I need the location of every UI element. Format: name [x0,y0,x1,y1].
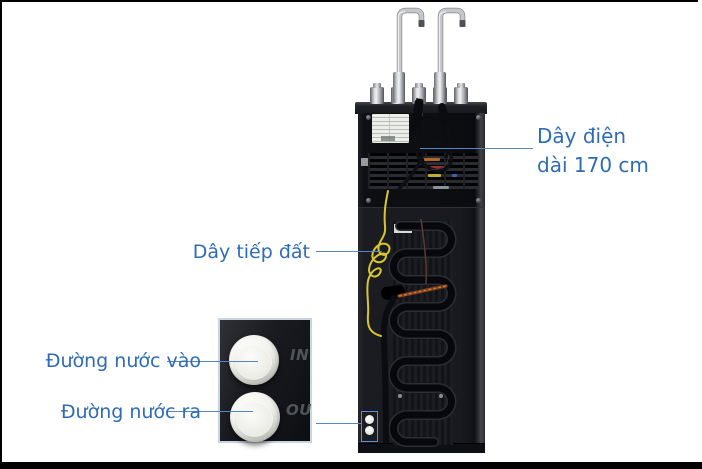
label-water-inlet: Đường nước vào [45,350,201,372]
small-side-label [361,158,374,166]
coil-sticker [394,224,412,233]
faucet-left-base [393,72,405,103]
wire-glimpse-yellow [428,174,441,177]
water-outlet-connector [365,426,374,435]
inset-detail-box: IN OU [218,318,312,443]
frame-left-edge [0,0,2,462]
vent-grille [368,153,478,189]
callout-line-inset-link [316,423,361,424]
faucet-right [437,7,466,78]
coil-mount-dot [398,394,402,398]
screw [366,198,371,203]
water-connectors-highlight-box [361,411,378,442]
port-in-label: IN [290,346,310,364]
callout-line-ground-wire [316,251,382,252]
faucet-right-base [434,72,446,103]
wire-glimpse-blue [452,174,457,177]
frame-bottom-edge [0,462,702,469]
wire-glimpse-orange [424,158,440,161]
water-outlet-knob [230,392,280,442]
wire-glimpse-gray [433,186,449,189]
callout-line-water-out [167,411,253,412]
top-fitting-3 [412,83,426,104]
label-power-cord: Dây điện dài 170 cm [537,124,649,177]
condenser-fins [393,221,453,445]
screw [366,115,371,120]
frame-top-edge [0,0,698,2]
callout-line-water-in [167,361,258,362]
water-inlet-connector [365,415,374,424]
water-inlet-knob [229,335,279,385]
faucet-left [396,7,425,78]
screw [418,112,423,117]
coil-mount-dot [439,394,443,398]
screw [476,115,481,120]
screw [476,198,481,203]
label-ground-wire: Dây tiếp đất [192,241,310,263]
spec-sticker [372,114,409,143]
label-water-outlet: Đường nước ra [60,401,201,423]
port-out-label: OU [286,401,312,419]
top-fitting-5 [454,83,468,104]
wire-glimpse-red [430,166,444,169]
callout-line-power-cord [420,148,533,149]
top-fitting-1 [370,83,384,104]
